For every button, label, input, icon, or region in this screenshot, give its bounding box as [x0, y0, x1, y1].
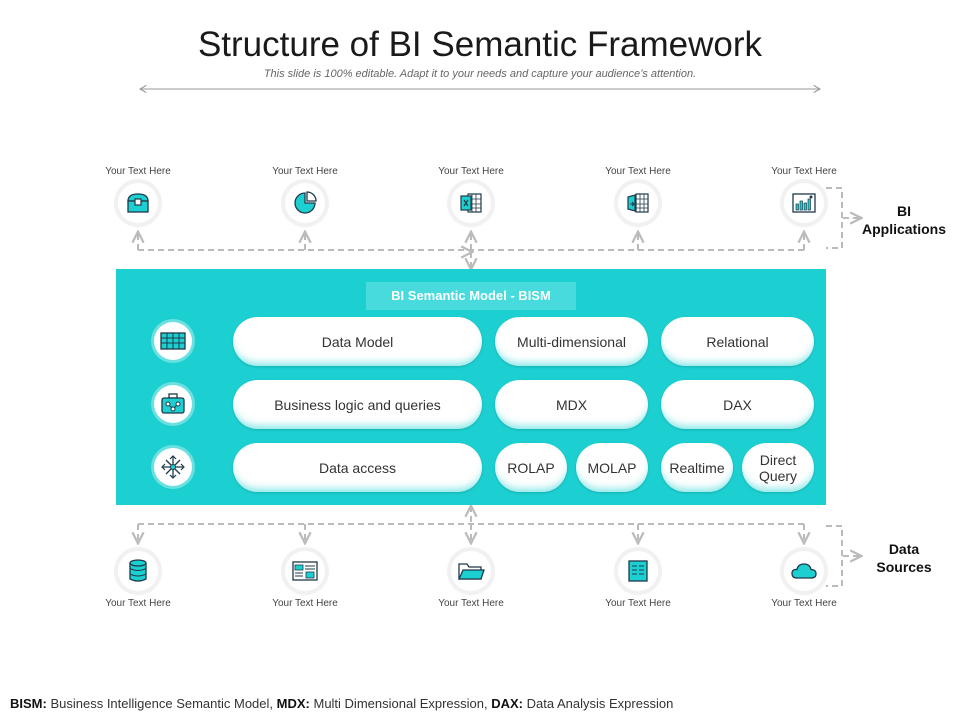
footer-value-dax: Data Analysis Expression [523, 696, 674, 711]
table-grid-icon [154, 322, 192, 360]
treasure-chest-icon [118, 183, 158, 223]
top-item-caption-3: Your Text Here [438, 166, 504, 177]
mdx-cell: MDX [495, 380, 648, 429]
rolap-cell: ROLAP [495, 443, 567, 492]
multi-dimensional-cell: Multi-dimensional [495, 317, 648, 366]
top-item-caption-5: Your Text Here [771, 166, 837, 177]
bottom-item-caption-1: Your Text Here [105, 598, 171, 609]
footer-key-dax: DAX: [487, 696, 523, 711]
briefcase-network-icon [154, 385, 192, 423]
page-subtitle: This slide is 100% editable. Adapt it to… [263, 68, 697, 80]
database-icon [118, 551, 158, 591]
bism-panel-title: BI Semantic Model - BISM [366, 282, 576, 310]
page-title: Structure of BI Semantic Framework [197, 25, 763, 64]
footer-value-bism: Business Intelligence Semantic Model, [46, 696, 274, 711]
footer-legend: BISM: Business Intelligence Semantic Mod… [10, 696, 673, 711]
bi-applications-label: BI Applications [861, 203, 946, 237]
excel-file-icon [451, 183, 491, 223]
molap-cell: MOLAP [576, 443, 648, 492]
cloud-icon [784, 551, 824, 591]
top-item-caption-4: Your Text Here [605, 166, 671, 177]
bottom-item-caption-5: Your Text Here [771, 598, 837, 609]
text-document-icon [618, 551, 658, 591]
direct-query-cell: Direct Query [742, 443, 814, 492]
dashboard-chart-icon [784, 183, 824, 223]
footer-key-mdx: MDX: [273, 696, 310, 711]
bottom-item-caption-3: Your Text Here [438, 598, 504, 609]
relational-cell: Relational [661, 317, 814, 366]
top-item-caption-1: Your Text Here [105, 166, 171, 177]
business-logic-cell: Business logic and queries [233, 380, 482, 429]
realtime-cell: Realtime [661, 443, 733, 492]
data-sources-label: Data Sources [876, 541, 932, 575]
top-item-caption-2: Your Text Here [272, 166, 338, 177]
pie-chart-icon [285, 183, 325, 223]
footer-value-mdx: Multi Dimensional Expression, [309, 696, 488, 711]
bottom-item-caption-2: Your Text Here [272, 598, 338, 609]
arrows-expand-icon [154, 448, 192, 486]
export-document-icon [618, 183, 658, 223]
dax-cell: DAX [661, 380, 814, 429]
bottom-item-caption-4: Your Text Here [605, 598, 671, 609]
folder-icon [451, 551, 491, 591]
footer-key-bism: BISM: [10, 696, 47, 711]
data-access-cell: Data access [233, 443, 482, 492]
data-model-cell: Data Model [233, 317, 482, 366]
report-document-icon [285, 551, 325, 591]
